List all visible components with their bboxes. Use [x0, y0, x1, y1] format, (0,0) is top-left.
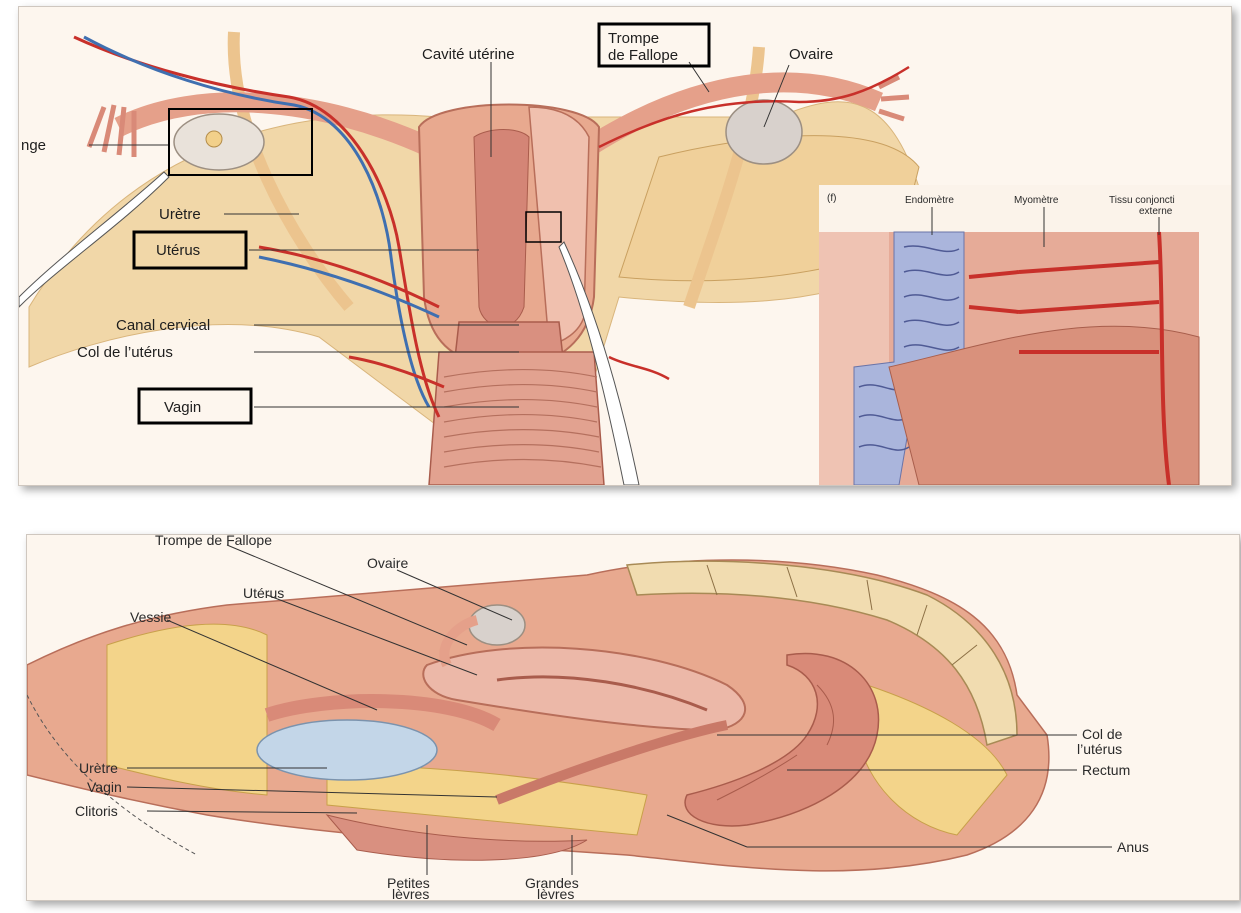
label-col-line1: Col de: [1082, 726, 1123, 742]
label-frange: nge: [21, 137, 46, 154]
label-endometre: Endomètre: [905, 195, 954, 206]
endometrium-inset: [819, 185, 1231, 485]
label-uterus: Utérus: [243, 585, 284, 601]
label-tissu-line1: Tissu conjoncti: [1109, 195, 1175, 206]
label-canal-cervical: Canal cervical: [116, 317, 210, 334]
label-vagin: Vagin: [164, 399, 201, 416]
label-clitoris: Clitoris: [75, 803, 118, 819]
right-ovary: [726, 100, 802, 164]
uterus-frontal-panel: (f) Cavité utérine Trompe de Fallope Ova…: [18, 6, 1232, 486]
label-uretre: Urètre: [159, 206, 201, 223]
label-uretre: Urètre: [79, 760, 118, 776]
label-uterus: Utérus: [156, 242, 200, 259]
uterus-frontal-illustration: (f) Cavité utérine Trompe de Fallope Ova…: [19, 7, 1231, 485]
uterine-cavity: [474, 130, 529, 328]
pelvis-sagittal-illustration: Trompe de Fallope Ovaire Utérus Vessie C…: [27, 535, 1239, 900]
right-fimbriae: [879, 77, 909, 119]
label-col-uterus: Col de l’utérus: [77, 344, 173, 361]
label-ovaire: Ovaire: [789, 46, 833, 63]
label-vagin: Vagin: [87, 779, 122, 795]
label-ovaire: Ovaire: [367, 555, 408, 571]
label-col-line2: l’utérus: [1077, 741, 1122, 757]
label-rectum: Rectum: [1082, 762, 1130, 778]
label-trompe-cut: Trompe de Fallope: [155, 535, 272, 548]
bladder: [257, 720, 437, 780]
anterior-fat: [107, 624, 267, 795]
label-anus: Anus: [1117, 839, 1149, 855]
label-trompe-line1: Trompe: [608, 30, 659, 47]
label-tissu-line2: externe: [1139, 206, 1173, 217]
inset-letter: (f): [827, 193, 836, 204]
label-grandes-line2: lèvres: [537, 886, 574, 900]
label-petites-line2: lèvres: [392, 886, 429, 900]
pelvis-sagittal-panel: Trompe de Fallope Ovaire Utérus Vessie C…: [26, 534, 1240, 901]
left-ovary-follicle: [206, 131, 222, 147]
label-trompe-line2: de Fallope: [608, 47, 678, 64]
label-myometre: Myomètre: [1014, 195, 1059, 206]
label-cavite-uterine: Cavité utérine: [422, 46, 515, 63]
label-vessie: Vessie: [130, 609, 171, 625]
